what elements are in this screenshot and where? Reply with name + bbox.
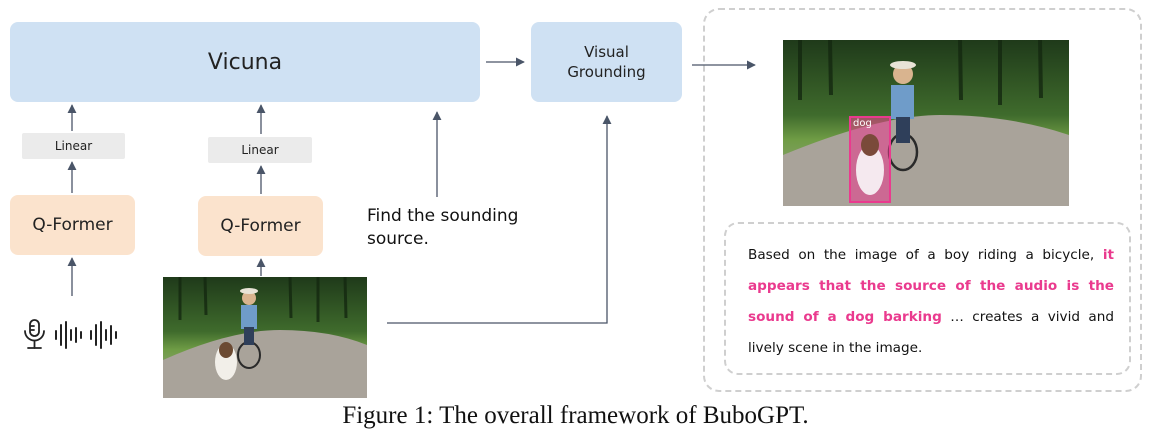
qformer-audio-label: Q-Former: [32, 215, 113, 235]
answer-text: Based on the image of a boy riding a bic…: [748, 240, 1114, 364]
qformer-image-box: Q-Former: [198, 196, 323, 256]
microphone-icon: [24, 319, 45, 349]
linear-image-label: Linear: [241, 143, 279, 157]
answer-text-before: Based on the image of a boy riding a bic…: [748, 247, 1103, 263]
vicuna-label: Vicuna: [207, 49, 283, 75]
audio-waveform-icon: [55, 321, 117, 349]
detection-label: dog: [853, 118, 872, 129]
linear-audio-label: Linear: [54, 139, 93, 153]
qformer-image-label: Q-Former: [220, 216, 301, 236]
visual-grounding-label: Visual Grounding: [567, 42, 645, 82]
output-panel: [703, 8, 1142, 392]
visual-grounding-line2: Grounding: [567, 63, 646, 81]
linear-layer-image: Linear: [208, 137, 312, 163]
qformer-audio-box: Q-Former: [10, 195, 135, 255]
figure-caption: Figure 1: The overall framework of BuboG…: [342, 402, 809, 429]
output-photo: dog: [783, 39, 1069, 206]
linear-layer-audio: Linear: [22, 133, 125, 159]
detection-box: [849, 116, 891, 203]
visual-grounding-box: Visual Grounding: [531, 22, 682, 102]
visual-grounding-line1: Visual: [584, 43, 629, 61]
vicuna-llm-box: Vicuna: [10, 22, 480, 102]
input-photo: [163, 276, 367, 398]
answer-text-highlight: it appears that the source of the audio …: [748, 247, 1114, 325]
answer-text-after: … creates a vivid and lively scene in th…: [748, 309, 1115, 356]
arrow-icon: [387, 115, 612, 324]
prompt-text: Find the sounding source.: [367, 206, 519, 249]
answer-box: [724, 222, 1131, 375]
